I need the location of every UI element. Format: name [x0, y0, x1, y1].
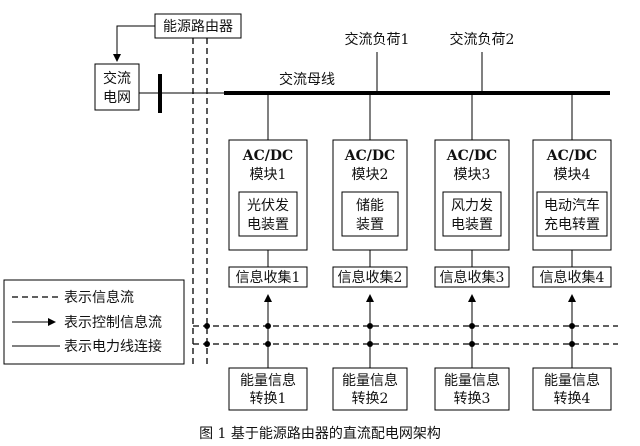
legend-power-line-label: 表示电力线连接 — [64, 338, 162, 355]
module-2-acdc: AC/DC — [344, 148, 395, 164]
ac-load-1: 交流负荷1 — [345, 31, 410, 93]
energy-router: 能源路由器 — [154, 13, 242, 39]
legend: 表示信息流 表示控制信息流 表示电力线连接 — [3, 279, 185, 365]
energy-router-label: 能源路由器 — [163, 19, 233, 35]
module-3-name: 模块3 — [454, 167, 491, 183]
module-3-device-1: 风力发 — [451, 198, 493, 214]
module-2-name: 模块2 — [352, 167, 389, 183]
module-3-acdc: AC/DC — [446, 148, 497, 164]
module-4-collect: 信息收集4 — [540, 269, 605, 286]
ac-bus-label: 交流母线 — [279, 71, 335, 88]
module-1: AC/DC 模块1 光伏发 电装置 信息收集1 能量信息 转换1 — [228, 93, 308, 411]
junction-router-bottom — [204, 341, 210, 347]
figure-caption: 图 1 基于能源路由器的直流配电网架构 — [199, 425, 441, 442]
junction-router-top — [204, 323, 210, 329]
module-3-convert-1: 能量信息 — [444, 372, 500, 389]
module-1-device-1: 光伏发 — [247, 198, 289, 214]
module-4-convert-2: 转换4 — [554, 390, 591, 407]
module-3-device-2: 电装置 — [451, 217, 493, 233]
module-4: AC/DC 模块4 电动汽车 充电转置 信息收集4 能量信息 转换4 — [532, 93, 612, 411]
module-2: AC/DC 模块2 储能 装置 信息收集2 能量信息 转换2 — [332, 93, 408, 411]
module-2-convert-2: 转换2 — [352, 390, 389, 407]
module-3: AC/DC 模块3 风力发 电装置 信息收集3 能量信息 转换3 — [434, 93, 510, 411]
module-1-convert-1: 能量信息 — [240, 372, 296, 389]
module-1-convert-2: 转换1 — [250, 390, 287, 407]
module-4-name: 模块4 — [554, 167, 591, 183]
module-2-device-2: 装置 — [356, 217, 384, 233]
module-3-collect: 信息收集3 — [440, 269, 505, 286]
module-2-collect: 信息收集2 — [338, 269, 403, 286]
router-to-grid-arrow — [113, 25, 155, 62]
ac-load-2-label: 交流负荷2 — [450, 31, 515, 48]
ac-grid-label-1: 交流 — [103, 70, 131, 87]
ac-grid: 交流 电网 — [94, 63, 140, 111]
legend-info-flow-label: 表示信息流 — [64, 289, 134, 306]
module-1-acdc: AC/DC — [242, 148, 293, 164]
ac-load-1-label: 交流负荷1 — [345, 31, 410, 48]
module-1-name: 模块1 — [250, 167, 287, 183]
legend-control-flow-label: 表示控制信息流 — [64, 314, 162, 331]
module-2-device-1: 储能 — [356, 198, 384, 214]
ac-grid-label-2: 电网 — [103, 90, 131, 106]
module-2-convert-1: 能量信息 — [342, 372, 398, 389]
module-3-convert-2: 转换3 — [454, 390, 491, 407]
module-4-device-2: 充电转置 — [544, 217, 600, 233]
module-1-collect: 信息收集1 — [236, 269, 301, 286]
ac-load-2: 交流负荷2 — [450, 31, 515, 93]
module-1-device-2: 电装置 — [247, 217, 289, 233]
module-4-device-1: 电动汽车 — [544, 197, 600, 214]
module-4-acdc: AC/DC — [546, 148, 597, 164]
module-4-convert-1: 能量信息 — [544, 372, 600, 389]
